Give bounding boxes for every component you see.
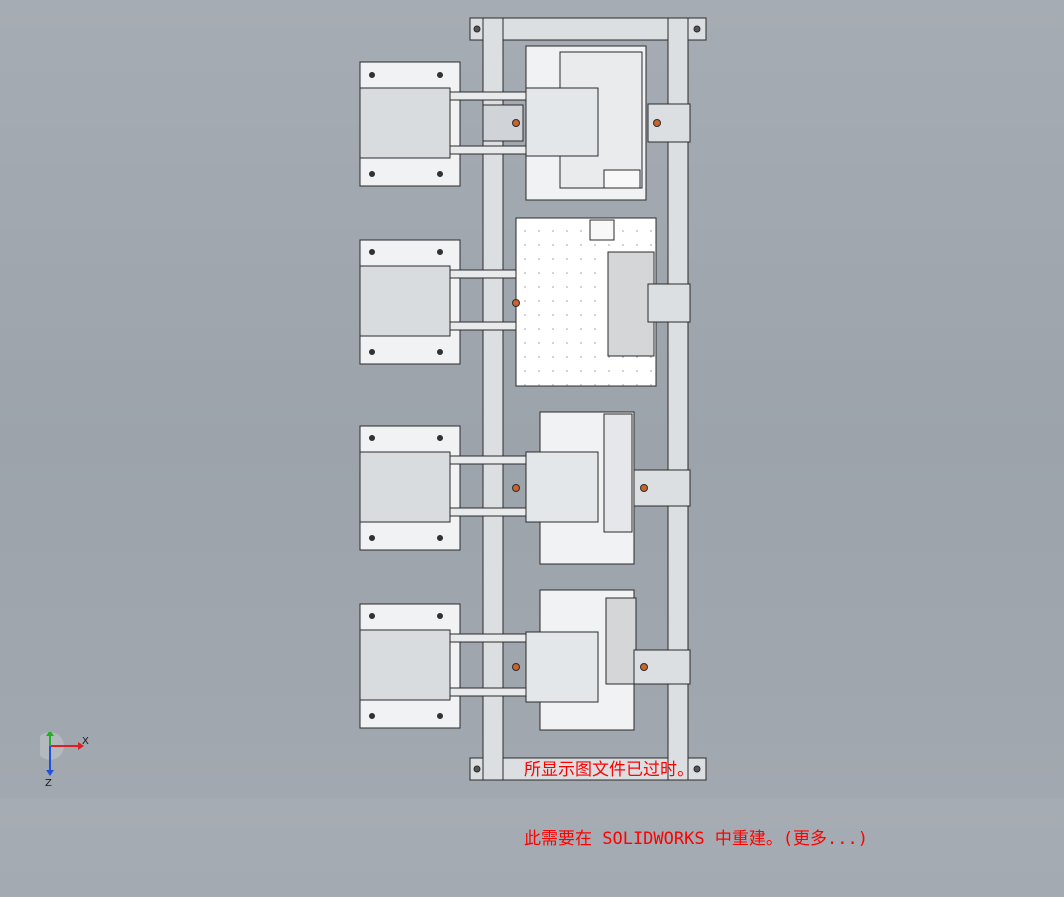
assembly-drawing	[359, 17, 707, 781]
station-1	[359, 45, 691, 201]
reference-triad: X Z	[36, 730, 100, 789]
triad-x-label: X	[82, 736, 89, 747]
station-4	[359, 589, 691, 731]
triad-z-label: Z	[45, 778, 52, 788]
station-3	[359, 411, 691, 565]
main-frame	[469, 17, 707, 781]
cad-graphics-area[interactable]: 所显示图文件已过时。 此需要在 SOLIDWORKS 中重建。(更多...) X…	[0, 0, 1064, 849]
rebuild-warning-line-2[interactable]: 此需要在 SOLIDWORKS 中重建。(更多...)	[524, 829, 868, 849]
station-2	[359, 217, 691, 387]
